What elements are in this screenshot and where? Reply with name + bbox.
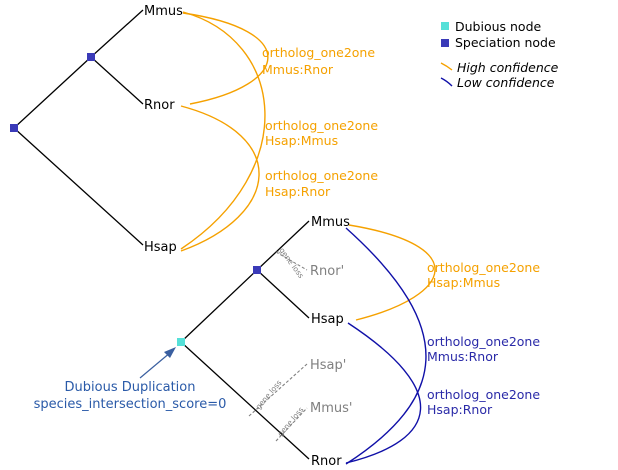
- annotation-pair: Mmus:Rnor: [262, 62, 334, 77]
- branch-dup-to-spec: [180, 269, 258, 343]
- dubious-duplication-node[interactable]: [177, 338, 185, 346]
- legend-high-confidence-line: [440, 62, 453, 71]
- arc-hsap-rnor[interactable]: [180, 105, 260, 252]
- leaf-label-hsap: Hsap: [144, 240, 177, 255]
- dubious-callout-arrow: [139, 347, 176, 379]
- lost-branch-rnor: [275, 251, 308, 271]
- lost-leaf-label-mmus: Mmus': [310, 401, 352, 416]
- lost-leaf-label-rnor: Rnor': [310, 264, 344, 279]
- annotation-hsap-mmus: ortholog_one2one Hsap:Mmus: [265, 118, 378, 148]
- annotation-type: ortholog_one2one: [265, 118, 378, 133]
- leaf-label-hsap: Hsap: [311, 312, 344, 327]
- tree-1: Mmus Rnor Hsap ortholog_one2one Mmus:Rno…: [10, 4, 378, 255]
- arc-mmus-rnor[interactable]: [182, 12, 269, 105]
- legend-low-confidence-label: Low confidence: [457, 75, 555, 90]
- legend-dubious-swatch: [441, 22, 449, 30]
- leaf-label-rnor: Rnor: [144, 98, 175, 113]
- annotation-hsap-mmus: ortholog_one2one Hsap:Mmus: [427, 260, 540, 290]
- lost-branch-mmus: [275, 407, 308, 442]
- annotation-type: ortholog_one2one: [265, 168, 378, 183]
- gene-loss-label: gene loss: [277, 246, 305, 280]
- tree-2: gene loss gene loss gene loss Mmus Hsap …: [34, 215, 541, 469]
- arc-mmus-rnor[interactable]: [345, 227, 427, 465]
- lost-branch-hsap: [248, 363, 308, 417]
- annotation-hsap-rnor: ortholog_one2one Hsap:Rnor: [427, 387, 540, 417]
- dubious-duplication-label: Dubious Duplication: [65, 380, 196, 395]
- speciation-node[interactable]: [253, 266, 261, 274]
- annotation-type: ortholog_one2one: [427, 387, 540, 402]
- annotation-pair: Hsap:Rnor: [427, 402, 493, 417]
- annotation-pair: Hsap:Mmus: [427, 275, 500, 290]
- speciation-node[interactable]: [10, 124, 18, 132]
- tree-2-lost-branches: [248, 251, 308, 442]
- leaf-label-mmus: Mmus: [311, 215, 350, 230]
- speciation-node[interactable]: [87, 53, 95, 61]
- branch-inner-to-mmus: [90, 9, 144, 58]
- annotation-type: ortholog_one2one: [262, 45, 375, 60]
- dubious-duplication-score: species_intersection_score=0: [34, 397, 227, 412]
- lost-leaf-label-hsap: Hsap': [310, 358, 346, 373]
- arc-hsap-rnor[interactable]: [345, 322, 422, 464]
- annotation-pair: Hsap:Mmus: [265, 133, 338, 148]
- legend-speciation-swatch: [441, 39, 449, 47]
- annotation-pair: Mmus:Rnor: [427, 349, 499, 364]
- legend-dubious-label: Dubious node: [455, 19, 542, 34]
- annotation-pair: Hsap:Rnor: [265, 184, 331, 199]
- tree-1-branches: [13, 9, 144, 246]
- leaf-label-mmus: Mmus: [144, 4, 183, 19]
- branch-root-to-inner: [13, 56, 92, 129]
- branch-dup-to-rnor: [180, 341, 310, 460]
- orthology-arcs-tree-2: [345, 224, 436, 465]
- arc-hsap-mmus[interactable]: [180, 11, 266, 250]
- orthology-arcs-tree-1: [180, 11, 269, 252]
- annotation-type: ortholog_one2one: [427, 260, 540, 275]
- annotation-type: ortholog_one2one: [427, 334, 540, 349]
- annotation-hsap-rnor: ortholog_one2one Hsap:Rnor: [265, 168, 378, 199]
- annotation-mmus-rnor: ortholog_one2one Mmus:Rnor: [262, 45, 375, 77]
- leaf-label-rnor: Rnor: [311, 454, 342, 469]
- legend-high-confidence-label: High confidence: [457, 60, 559, 75]
- branch-root-to-hsap: [13, 127, 144, 246]
- branch-spec-to-mmus: [256, 220, 310, 271]
- branch-spec-to-hsap: [256, 269, 310, 319]
- legend-low-confidence-line: [440, 77, 453, 87]
- branch-inner-to-rnor: [90, 56, 144, 105]
- legend: Dubious node Speciation node High confid…: [440, 19, 559, 90]
- arc-hsap-mmus[interactable]: [348, 224, 436, 321]
- tree-2-branches: [180, 220, 310, 460]
- gene-loss-label: gene loss: [254, 378, 284, 411]
- legend-speciation-label: Speciation node: [455, 35, 556, 50]
- annotation-mmus-rnor: ortholog_one2one Mmus:Rnor: [427, 334, 540, 364]
- gene-loss-label: gene loss: [276, 405, 306, 438]
